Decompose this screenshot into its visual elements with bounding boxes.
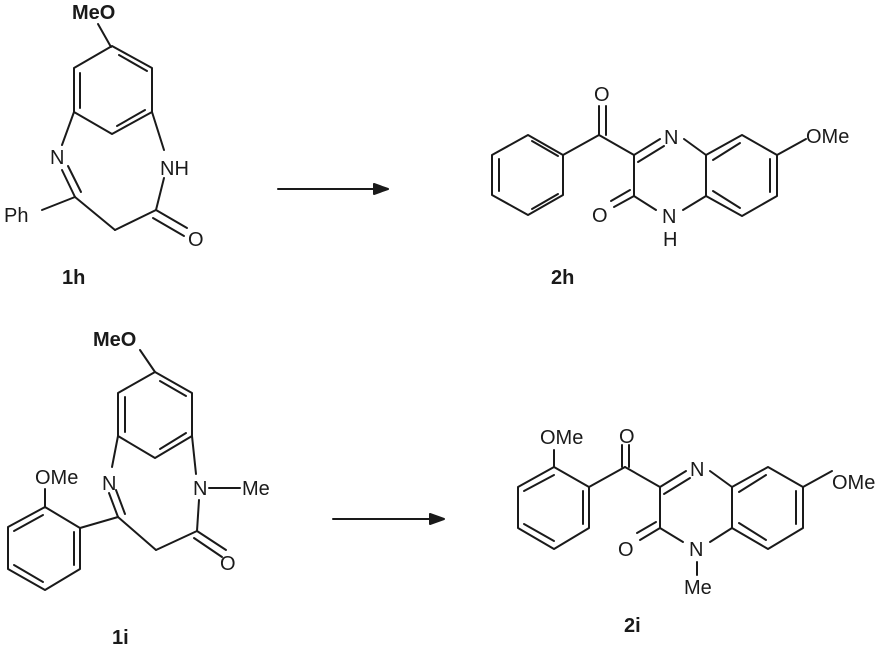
ring-nitrogen-label: N (690, 459, 704, 481)
compound-label-1h: 1h (62, 267, 85, 289)
ketone-oxygen-label: O (594, 84, 610, 106)
n-methyl-label: Me (684, 577, 712, 599)
methoxy-label: OMe (806, 126, 849, 148)
compound-2h: O N O N H OMe 2h (491, 84, 849, 289)
imine-nitrogen-label: N (50, 147, 64, 169)
aryl-methoxy-label: OMe (35, 467, 78, 489)
methoxy-label: MeO (72, 2, 115, 24)
compound-label-1i: 1i (112, 627, 129, 647)
methoxyphenyl-ring (517, 466, 590, 550)
carbonyl-oxygen-label: O (618, 539, 634, 561)
compound-1i: MeO N N Me O OMe 1i (7, 329, 270, 647)
amide-nh-label: NH (160, 158, 189, 180)
n-methyl-label: Me (242, 478, 270, 500)
compound-2i: OMe O N O N Me OMe 2i (517, 426, 875, 637)
compound-1h: MeO N NH Ph O 1h (4, 2, 204, 289)
compound-label-2h: 2h (551, 267, 574, 289)
reaction-arrow-1 (277, 183, 389, 195)
benzene-ring (73, 45, 153, 135)
aryl-methoxy-label: OMe (540, 427, 583, 449)
ketone-oxygen-label: O (619, 426, 635, 448)
carbonyl-oxygen-label: O (220, 553, 236, 575)
phenyl-ring (491, 134, 564, 216)
reaction-arrow-2 (332, 513, 445, 525)
methoxy-label: MeO (93, 329, 136, 351)
imine-nitrogen-label: N (102, 473, 116, 495)
compound-label-2i: 2i (624, 615, 641, 637)
carbonyl-oxygen-label: O (188, 229, 204, 251)
benzene-ring (117, 371, 193, 459)
n-methyl-nitrogen-label: N (689, 539, 703, 561)
amide-nitrogen-label: N (193, 478, 207, 500)
nh-hydrogen-label: H (663, 229, 677, 251)
methoxy-label: OMe (832, 472, 875, 494)
fused-benzene-ring (731, 466, 804, 550)
nh-nitrogen-label: N (662, 206, 676, 228)
carbonyl-oxygen-label: O (592, 205, 608, 227)
ring-nitrogen-label: N (664, 127, 678, 149)
fused-benzene-ring (705, 134, 778, 217)
phenyl-label: Ph (4, 205, 28, 227)
methoxyphenyl-ring (7, 506, 81, 591)
